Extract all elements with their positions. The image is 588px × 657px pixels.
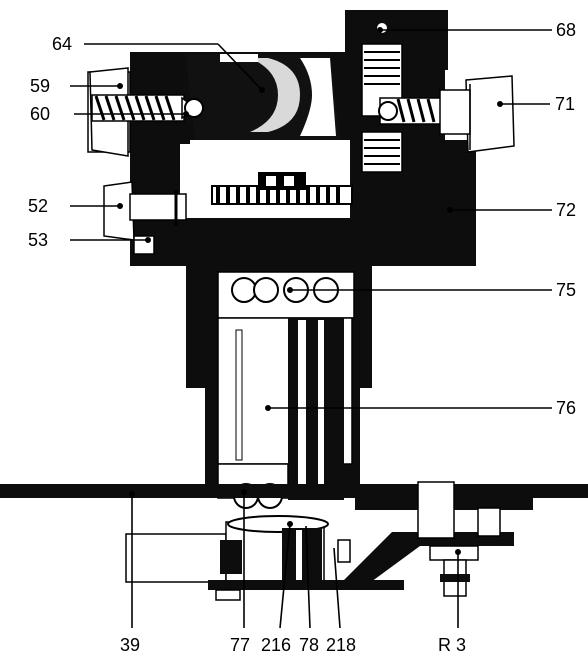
motor-64 (185, 54, 340, 140)
label-75: 75 (556, 280, 576, 300)
label-53: 53 (28, 230, 48, 250)
left-bolt-52 (103, 181, 187, 255)
base-plate (0, 484, 588, 498)
label-59: 59 (30, 76, 50, 96)
label-72: 72 (556, 200, 576, 220)
leader-lines (70, 29, 552, 629)
label-71: 71 (555, 94, 575, 114)
fan-68 (361, 23, 403, 173)
label-60: 60 (30, 104, 50, 124)
label-76: 76 (556, 398, 576, 418)
gear (211, 172, 353, 205)
label-218: 218 (326, 635, 356, 655)
label-77: 77 (230, 635, 250, 655)
label-r3: R 3 (438, 635, 466, 655)
right-bolt-71 (378, 75, 515, 153)
label-52: 52 (28, 196, 48, 216)
label-64: 64 (52, 34, 72, 54)
label-78: 78 (299, 635, 319, 655)
label-216: 216 (261, 635, 291, 655)
label-39: 39 (120, 635, 140, 655)
spindle-column (186, 266, 372, 509)
label-68: 68 (556, 20, 576, 40)
